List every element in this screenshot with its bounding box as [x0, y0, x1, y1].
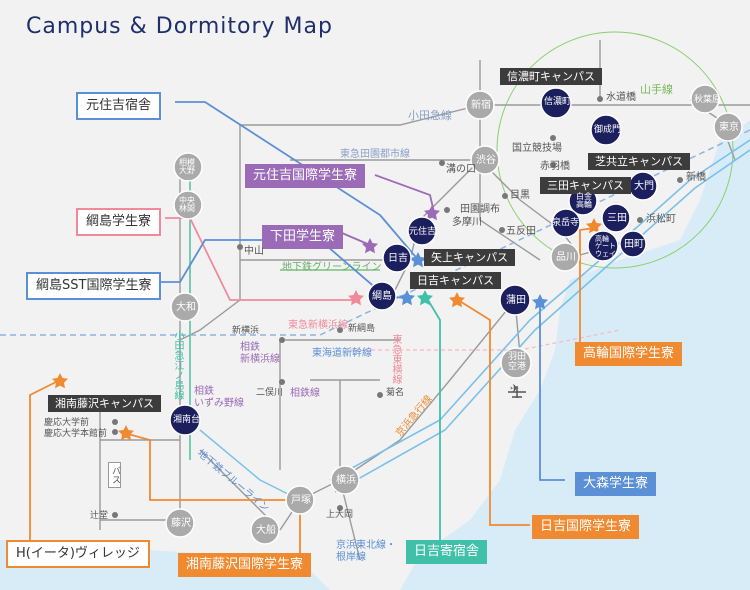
label-akabanebashi: 赤羽橋 — [540, 161, 570, 172]
station-tamachi: 田町 — [624, 239, 644, 250]
station-tokyo: 東京 — [719, 122, 739, 133]
dorm-shonan-intl[interactable]: 湘南藤沢国際学生寮 — [178, 553, 312, 577]
dorm-hiyoshi-intl[interactable]: 日吉国際学生寮 — [532, 515, 640, 539]
campus-shinanomachi[interactable]: 信濃町キャンパス — [500, 68, 602, 85]
station-chuo-rinkan: 中央 林間 — [179, 196, 195, 214]
label-sotetsu: 相鉄線 — [290, 388, 320, 399]
label-shin-yokohama: 新横浜 — [232, 326, 260, 336]
campus-mita[interactable]: 三田キャンパス — [540, 177, 631, 194]
label-keihin-tohoku: 京浜東北線・ 根岸線 — [336, 540, 396, 563]
station-shibuya: 渋谷 — [476, 155, 496, 166]
label-odakyu-enoshima: 小田急江ノ島線 — [172, 330, 183, 400]
label-mizonokuchi: 溝の口 — [446, 164, 476, 175]
station-tsunashima: 綱島 — [372, 291, 392, 302]
station-mita: 三田 — [607, 213, 627, 224]
label-kokuritsu: 国立競技場 — [512, 143, 562, 154]
station-motosumiyoshi: 元住吉 — [409, 227, 437, 237]
station-hiyoshi: 日吉 — [388, 253, 408, 264]
station-sengakuji: 泉岳寺 — [552, 218, 580, 228]
airport-icon: ✈ — [510, 382, 520, 395]
station-shinagawa: 品川 — [556, 252, 576, 263]
campus-yagami[interactable]: 矢上キャンパス — [424, 249, 515, 266]
dorm-stars — [52, 205, 602, 441]
station-shinanomachi: 信濃町 — [544, 97, 572, 107]
campus-hiyoshi[interactable]: 日吉キャンパス — [410, 272, 501, 289]
label-meguro: 目黒 — [510, 190, 530, 201]
dorm-tsunashima[interactable]: 綱島学生寮 — [76, 208, 162, 236]
label-toyoko: 東急田園都市線 — [340, 149, 410, 160]
label-keio-honkanmae: 慶応大学本館前 — [44, 429, 108, 439]
label-shin-tsunashima: 新綱島 — [348, 324, 376, 334]
dorm-omori[interactable]: 大森学生寮 — [575, 472, 657, 496]
station-shinjuku: 新宿 — [471, 100, 491, 111]
station-sagami-ono: 相模 大野 — [179, 158, 195, 176]
label-yamanote: 山手線 — [640, 83, 673, 96]
label-tsujido: 辻堂 — [90, 511, 109, 521]
label-suidobashi: 水道橋 — [606, 92, 636, 103]
label-denenchofu: 田園調布 — [460, 204, 500, 215]
campus-shiba-kyoritsu[interactable]: 芝共立キャンパス — [588, 153, 690, 170]
label-keio-daigakumae: 慶応大学前 — [44, 418, 90, 428]
label-gotanda: 五反田 — [506, 226, 536, 237]
station-takanawa-gw: 高輪 ゲート ウェイ — [595, 235, 616, 258]
dorm-motosumiyoshi-intl[interactable]: 元住吉国際学生寮 — [245, 164, 366, 188]
station-shirokane: 白金 高輪 — [576, 192, 592, 210]
dorm-tsunashima-sst[interactable]: 綱島SST国際学生寮 — [26, 272, 162, 300]
station-shonandai: 湘南台 — [173, 415, 201, 425]
station-onarimon: 御成門 — [594, 125, 622, 135]
yamanote-circle — [496, 31, 734, 269]
label-kamiooka: 上大岡 — [326, 510, 354, 520]
label-tamagawa: 多摩川 — [452, 217, 482, 228]
label-odakyu: 小田急線 — [408, 109, 452, 122]
label-bus: バス — [108, 462, 121, 488]
station-fujisawa: 藤沢 — [171, 518, 191, 529]
dorm-motosumiyoshi[interactable]: 元住吉宿舎 — [76, 92, 162, 120]
label-tokaido-shinkansen: 東海道新幹線 — [312, 348, 372, 359]
campus-shonan[interactable]: 湘南藤沢キャンパス — [48, 395, 161, 412]
dorm-h-village[interactable]: H(イータ)ヴィレッジ — [6, 540, 150, 568]
label-shin-yoko-line: 東急新横浜線 — [288, 320, 348, 331]
station-daimon: 大門 — [634, 181, 654, 192]
label-sotetsu-izumino: 相鉄 いずみ野線 — [194, 386, 244, 409]
station-totsuka: 戸塚 — [291, 495, 311, 506]
station-yamato: 大和 — [176, 302, 196, 313]
station-akihabara: 秋葉原 — [694, 95, 722, 105]
station-ofuna: 大船 — [256, 525, 276, 536]
label-toyoko-line: 東急東横線 — [390, 334, 401, 384]
dorm-shimoda[interactable]: 下田学生寮 — [262, 225, 344, 249]
label-shinbashi: 新橋 — [686, 172, 706, 183]
label-kikuna: 菊名 — [386, 388, 405, 398]
label-green-line: 地下鉄グリーンライン — [282, 262, 382, 273]
label-hamamatsucho: 浜松町 — [646, 214, 676, 225]
station-haneda: 羽田 空港 — [508, 352, 527, 372]
label-futamata: 二俣川 — [256, 388, 284, 398]
dorm-takanawa-intl[interactable]: 高輪国際学生寮 — [575, 342, 683, 366]
station-kamata: 蒲田 — [506, 295, 526, 306]
label-naka-yama: 中山 — [244, 246, 264, 257]
station-yokohama: 横浜 — [336, 475, 356, 486]
page-title: Campus & Dormitory Map — [26, 14, 333, 39]
label-sotetsu-shin-yokohama: 相鉄 新横浜線 — [240, 342, 280, 365]
dorm-hiyoshi-kishuku[interactable]: 日吉寄宿舎 — [406, 540, 488, 564]
